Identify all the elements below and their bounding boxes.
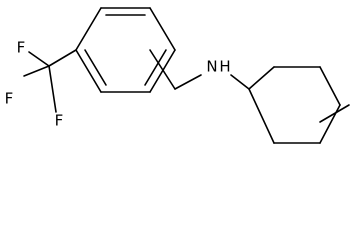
c-f-bond-bottom <box>48 65 57 113</box>
cyclohexane-bond-6 <box>248 88 275 144</box>
benzylamine-linker: N H <box>149 49 250 90</box>
fluorine-label-left: F <box>5 90 14 108</box>
ring-bond-top-right <box>149 7 176 51</box>
cyclohexane-bond-4 <box>319 104 341 144</box>
ring-bond-top-left <box>75 7 102 51</box>
cyclohexane-bond-3 <box>319 66 341 106</box>
fluorine-label-top: F <box>17 39 26 57</box>
trifluoromethyl-group: F F F <box>5 39 77 130</box>
ring-double-bond-right <box>144 49 167 86</box>
ring-bond-bottom-right <box>149 49 176 93</box>
chemical-structure-diagram: F F F N H <box>5 7 350 144</box>
amine-nitrogen-label: N <box>206 58 217 76</box>
cyclohexane-bond-1 <box>248 66 275 90</box>
ring-to-cf3-bond <box>48 49 77 67</box>
fluorine-label-bottom: F <box>55 112 64 130</box>
c-f-bond-top <box>28 51 50 67</box>
cyclohexane-ring <box>248 66 341 144</box>
methyl-bond <box>319 104 350 123</box>
ring-bond-bottom-left <box>75 49 102 93</box>
nh-to-cyclohexyl-bond <box>230 74 250 90</box>
ch2-to-nh-bond <box>174 74 202 90</box>
ring-to-ch2-bond <box>149 49 176 90</box>
c-f-bond-left <box>23 65 50 77</box>
benzene-ring <box>75 7 176 93</box>
amine-hydrogen-label: H <box>219 58 230 76</box>
ring-double-bond-left <box>84 49 107 86</box>
